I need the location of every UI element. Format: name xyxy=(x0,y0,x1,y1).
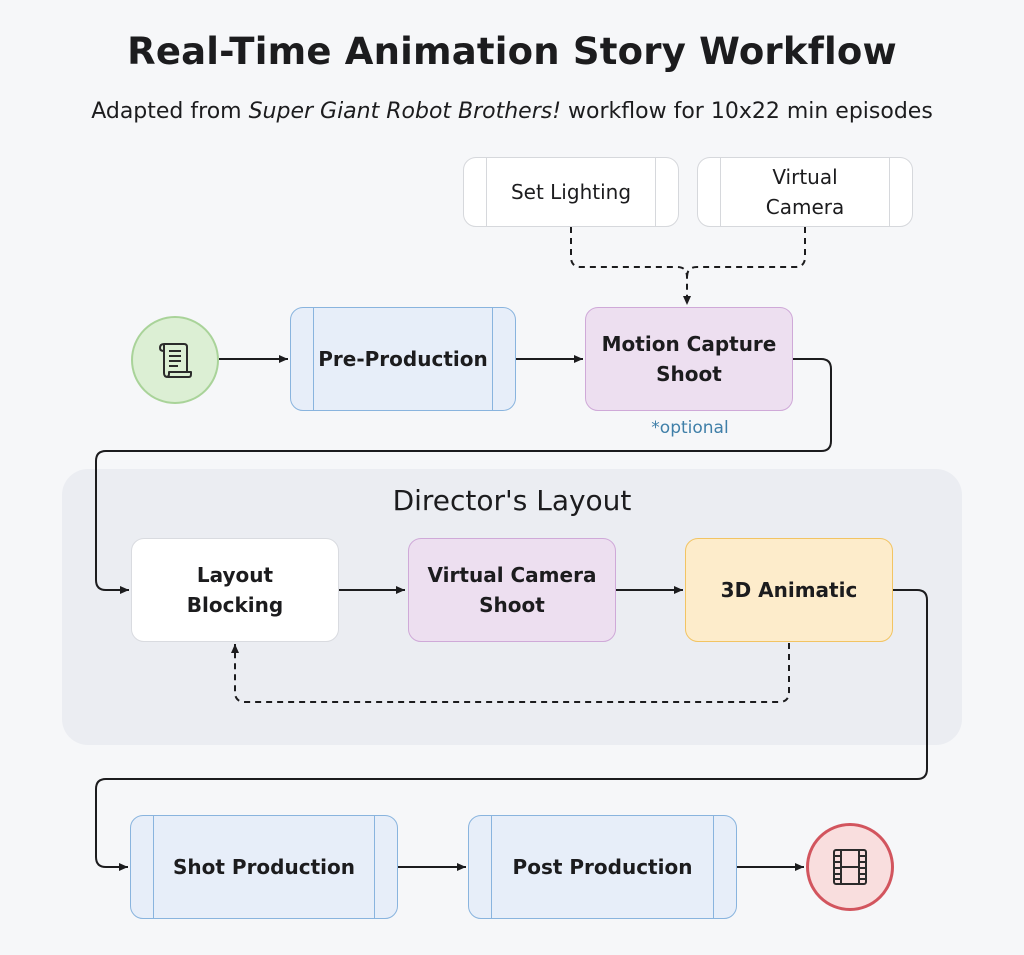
script-scroll-icon xyxy=(159,343,192,378)
virtual-camera-shoot-node: Virtual Camera Shoot xyxy=(408,538,616,642)
script-start-node xyxy=(131,316,219,404)
3d-animatic-node: 3D Animatic xyxy=(685,538,893,642)
directors-layout-label: Director's Layout xyxy=(392,484,632,517)
pre-production-node: Pre-Production xyxy=(290,307,516,411)
film-strip-icon xyxy=(833,849,867,885)
page-subtitle: Adapted from Super Giant Robot Brothers!… xyxy=(0,99,1024,124)
optional-note: *optional xyxy=(651,418,729,438)
edge-animatic-feedback-to-layout xyxy=(231,643,790,703)
page-title: Real-Time Animation Story Workflow xyxy=(127,30,897,73)
pre-production-label: Pre-Production xyxy=(318,347,488,371)
edge-animatic-to-shotproduction xyxy=(95,589,928,871)
subtitle-suffix: workflow for 10x22 min episodes xyxy=(561,99,933,124)
motion-capture-shoot-label: Motion Capture Shoot xyxy=(601,332,777,386)
virtual-camera-node: Virtual Camera xyxy=(697,157,913,227)
edge-camera-to-motioncapture xyxy=(686,227,806,278)
post-production-node: Post Production xyxy=(468,815,737,919)
edge-lighting-to-motioncapture xyxy=(570,227,691,305)
set-lighting-label: Set Lighting xyxy=(510,180,632,204)
shot-production-node: Shot Production xyxy=(130,815,398,919)
subtitle-prefix: Adapted from xyxy=(91,99,249,124)
3d-animatic-label: 3D Animatic xyxy=(720,578,858,602)
layout-blocking-label: Layout Blocking xyxy=(186,563,284,617)
set-lighting-node: Set Lighting xyxy=(463,157,679,227)
post-production-label: Post Production xyxy=(512,855,693,879)
film-end-node xyxy=(806,823,894,911)
shot-production-label: Shot Production xyxy=(173,855,355,879)
subtitle-italic: Super Giant Robot Brothers! xyxy=(248,99,562,124)
edge-motioncapture-to-layout xyxy=(95,358,832,594)
motion-capture-shoot-node: Motion Capture Shoot xyxy=(585,307,793,411)
layout-blocking-node: Layout Blocking xyxy=(131,538,339,642)
virtual-camera-shoot-label: Virtual Camera Shoot xyxy=(427,563,597,617)
virtual-camera-label: Virtual Camera xyxy=(765,165,845,219)
